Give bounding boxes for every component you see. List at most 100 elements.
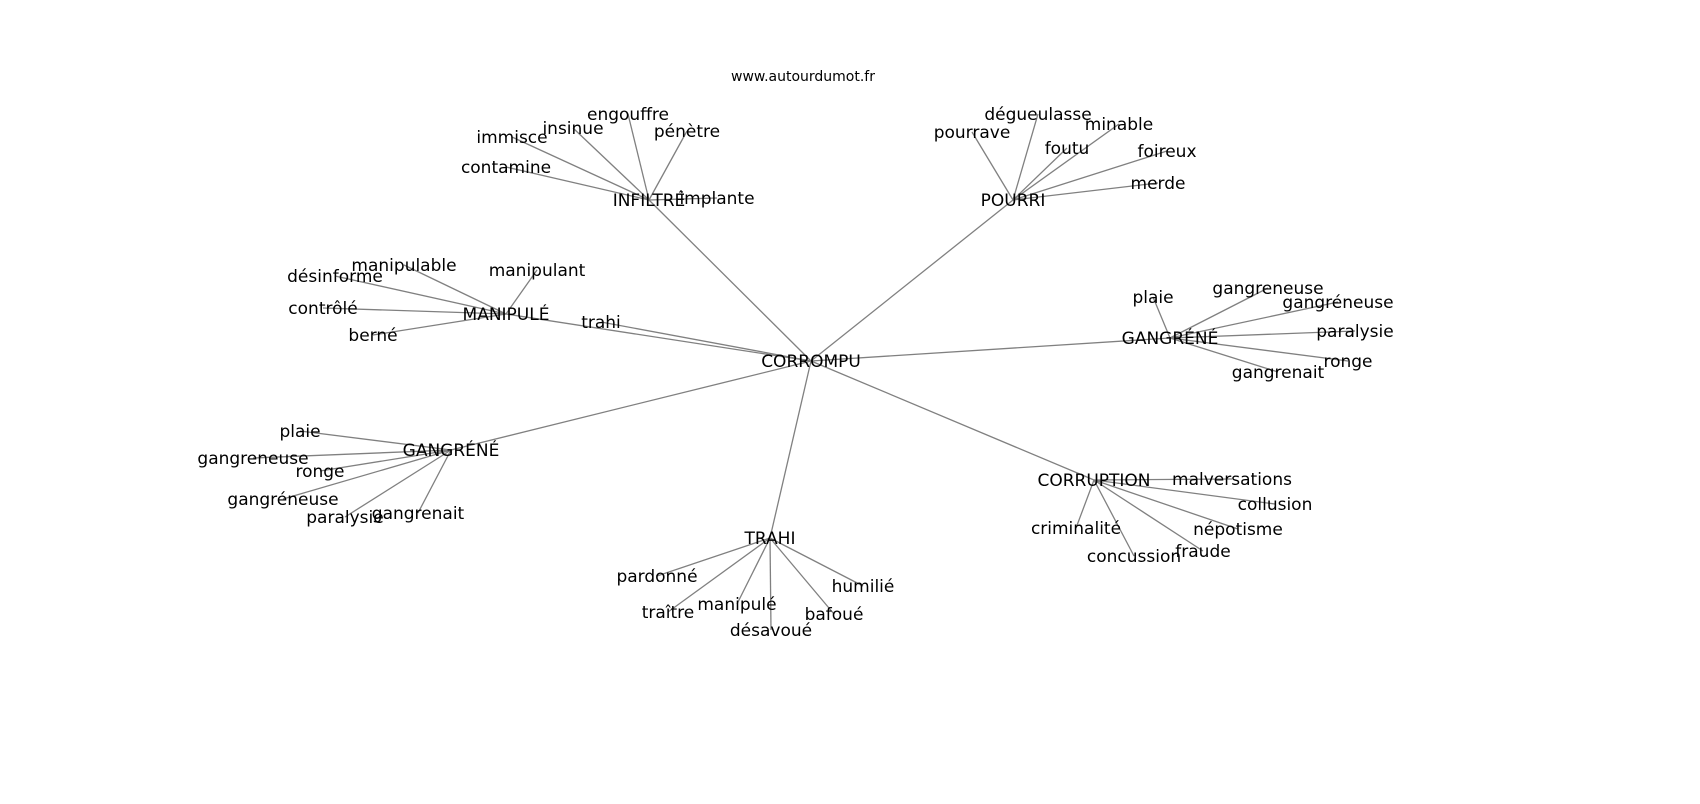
- node-label-t4[interactable]: désavoué: [730, 621, 812, 641]
- edge-gl-l2: [252, 449, 452, 459]
- node-label-p6[interactable]: merde: [1131, 174, 1186, 194]
- node-label-p5[interactable]: foireux: [1137, 142, 1196, 162]
- node-label-l1[interactable]: plaie: [279, 422, 320, 442]
- edge-gr-r1: [1152, 296, 1171, 339]
- edge-inf-i2: [572, 127, 650, 201]
- node-label-r3[interactable]: gangréneuse: [1282, 293, 1393, 313]
- node-label-i3[interactable]: engouffre: [587, 105, 669, 125]
- edge-gr-r6: [1169, 337, 1279, 373]
- node-label-tra[interactable]: TRAHI: [744, 529, 796, 549]
- node-label-p1[interactable]: pourrave: [934, 123, 1011, 143]
- edge-man-m2: [403, 264, 507, 315]
- edge-tra-t3: [736, 537, 771, 605]
- node-label-p3[interactable]: minable: [1085, 115, 1153, 135]
- edge-inf-i1: [511, 136, 650, 201]
- node-label-k1[interactable]: malversations: [1172, 470, 1292, 490]
- node-label-i4[interactable]: pénètre: [654, 122, 720, 142]
- edge-man-m4: [322, 307, 507, 315]
- node-label-p4[interactable]: foutu: [1045, 139, 1090, 159]
- node-label-i1[interactable]: immisce: [476, 128, 547, 148]
- edge-gr-r3: [1169, 301, 1339, 339]
- node-label-p2[interactable]: dégueulasse: [984, 105, 1091, 125]
- node-label-gl[interactable]: GANGRÉNÉ: [403, 439, 500, 461]
- node-label-l6[interactable]: gangrenait: [372, 504, 465, 524]
- edge-pou-p4: [1012, 147, 1068, 201]
- node-label-r4[interactable]: paralysie: [1316, 322, 1393, 342]
- node-label-t6[interactable]: humilié: [832, 577, 895, 597]
- node-label-r1[interactable]: plaie: [1132, 288, 1173, 308]
- node-label-m1[interactable]: désinforme: [287, 267, 383, 287]
- node-label-inf[interactable]: INFILTRÉ: [613, 189, 686, 211]
- node-label-r5[interactable]: ronge: [1323, 352, 1372, 372]
- edge-inf-i3: [627, 113, 650, 201]
- edge-cor-k2: [1093, 479, 1276, 505]
- nodes: CORROMPU INFILTRÉ POURRI MANIPULÉ GANGRÉNÉ GA…: [197, 105, 1393, 641]
- edge-pou-p1: [971, 131, 1014, 201]
- node-label-pou[interactable]: POURRI: [981, 191, 1046, 211]
- edges: [252, 113, 1356, 631]
- node-label-m4[interactable]: contrôlé: [288, 299, 357, 319]
- edge-inf-i4: [648, 130, 688, 201]
- edge-pou-p3: [1012, 123, 1120, 201]
- edge-cor-k4: [1093, 479, 1204, 552]
- edge-gl-l1: [299, 430, 452, 451]
- node-label-k2[interactable]: collusion: [1238, 495, 1313, 515]
- node-label-cor[interactable]: CORRUPTION: [1037, 471, 1150, 491]
- edge-man-m1: [334, 275, 507, 315]
- node-label-l4[interactable]: gangréneuse: [227, 490, 338, 510]
- edge-tra-t5: [769, 537, 835, 615]
- edge-c-pou: [810, 199, 1014, 362]
- node-label-k3[interactable]: népotisme: [1193, 520, 1283, 540]
- edge-inf-i5: [505, 166, 650, 201]
- node-label-r2[interactable]: gangreneuse: [1212, 279, 1323, 299]
- node-label-trahi_l[interactable]: trahi: [581, 313, 621, 333]
- node-label-k4[interactable]: fraude: [1175, 542, 1230, 562]
- edge-cor-k1: [1093, 478, 1233, 481]
- node-label-m2[interactable]: manipulable: [351, 256, 456, 276]
- node-label-m3[interactable]: manipulant: [489, 261, 586, 281]
- site-title: www.autourdumot.fr: [731, 69, 875, 85]
- edge-gr-r4: [1169, 330, 1356, 339]
- edge-c-inf: [648, 199, 812, 362]
- edge-c-tra: [769, 360, 812, 539]
- edge-man-m5: [372, 313, 507, 336]
- node-label-i5[interactable]: contamine: [461, 158, 551, 178]
- node-label-i2[interactable]: insinue: [542, 119, 603, 139]
- node-label-t1[interactable]: pardonné: [616, 567, 697, 587]
- edge-gl-l6: [417, 449, 452, 514]
- node-label-l5[interactable]: paralysie: [306, 508, 383, 528]
- node-label-t2[interactable]: traître: [642, 603, 695, 623]
- node-label-l3[interactable]: ronge: [295, 462, 344, 482]
- edge-inf-i6: [648, 197, 718, 201]
- edge-c-cor: [810, 360, 1095, 481]
- node-label-m5[interactable]: berné: [348, 326, 397, 346]
- edge-c-man: [505, 313, 812, 362]
- node-label-man[interactable]: MANIPULÉ: [463, 303, 550, 325]
- edge-c-gr: [810, 337, 1171, 362]
- node-label-k6[interactable]: criminalité: [1031, 519, 1121, 539]
- node-label-t3[interactable]: manipulé: [697, 595, 776, 615]
- edge-man-m3: [505, 269, 538, 315]
- edge-gr-r2: [1169, 287, 1269, 339]
- edge-tra-t4: [769, 537, 772, 631]
- edge-gl-l4: [282, 449, 452, 500]
- edge-tra-t6: [769, 537, 864, 587]
- node-label-t5[interactable]: bafoué: [805, 605, 864, 625]
- edge-c-gl: [450, 360, 812, 451]
- node-label-c[interactable]: CORROMPU: [761, 352, 861, 372]
- node-label-i6[interactable]: implante: [679, 189, 754, 209]
- node-label-r6[interactable]: gangrenait: [1232, 363, 1325, 383]
- edge-c-trahi_l: [600, 321, 812, 362]
- edge-tra-t1: [656, 537, 771, 577]
- node-label-gr[interactable]: GANGRÉNÉ: [1122, 327, 1219, 349]
- edge-pou-p6: [1012, 182, 1159, 201]
- edge-gr-r5: [1169, 337, 1349, 362]
- node-label-l2[interactable]: gangreneuse: [197, 449, 308, 469]
- edge-gl-l5: [344, 449, 452, 518]
- edge-cor-k3: [1093, 479, 1239, 530]
- edge-pou-p5: [1012, 150, 1168, 201]
- node-label-k5[interactable]: concussion: [1087, 547, 1181, 567]
- edge-tra-t2: [667, 537, 771, 613]
- edge-pou-p2: [1012, 113, 1039, 201]
